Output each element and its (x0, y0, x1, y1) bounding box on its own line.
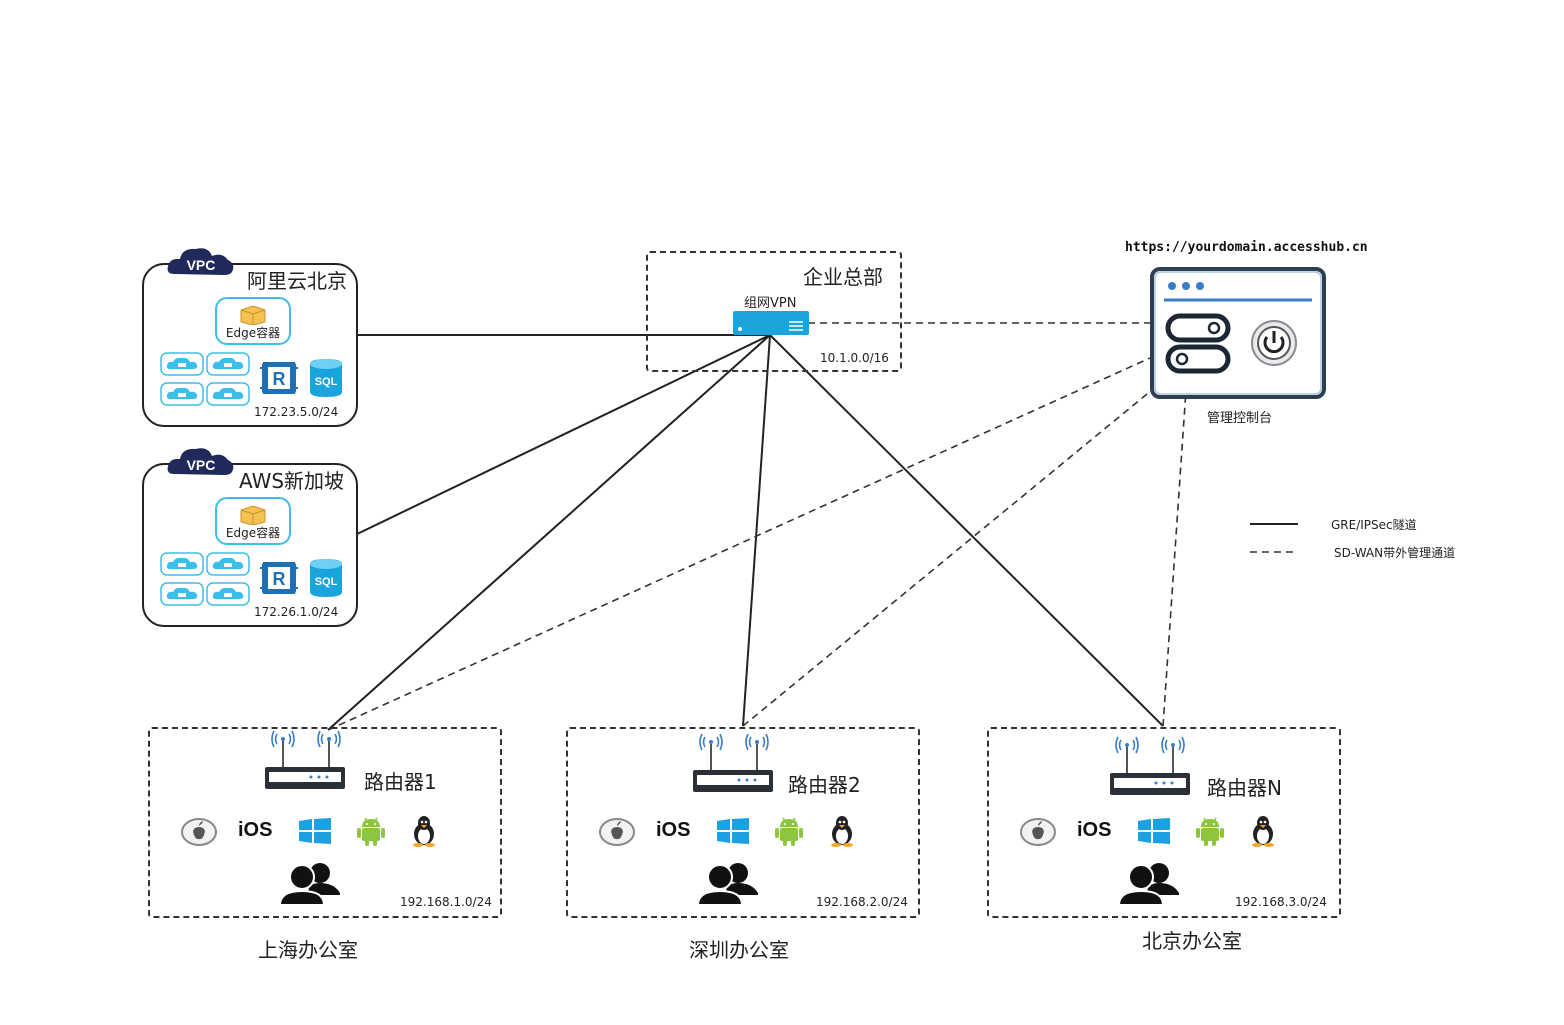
vpc-cloud-icon: VPC (167, 448, 234, 475)
svg-text:R: R (273, 369, 286, 389)
router-icon[interactable] (693, 770, 773, 792)
tunnel-office1-hq (327, 334, 771, 731)
vpc-title: 阿里云北京 (247, 269, 347, 293)
tunnel-aws-hq (354, 334, 771, 536)
office-name: 深圳办公室 (689, 938, 789, 962)
tunnel-office2-hq (742, 334, 771, 727)
ios-icon: iOS (238, 819, 273, 841)
office-box (148, 727, 502, 918)
vpn-device-label: 组网VPN (744, 296, 797, 311)
svg-text:VPC: VPC (187, 257, 216, 273)
apple-icon (181, 818, 217, 846)
linux-icon (413, 816, 435, 847)
cloud-node-icon (206, 582, 250, 606)
android-icon (1196, 817, 1224, 846)
android-icon (775, 817, 803, 846)
edge-container[interactable]: Edge容器 (215, 297, 291, 345)
edge-container-icon (240, 505, 266, 525)
database-icon: SQL (310, 559, 342, 597)
edge-container[interactable]: Edge容器 (215, 497, 291, 545)
edge-label: Edge容器 (225, 326, 281, 340)
svg-text:SQL: SQL (315, 376, 338, 388)
wifi-antenna-icon (1115, 736, 1185, 774)
hq-cidr: 10.1.0.0/16 (820, 351, 889, 365)
android-icon (357, 817, 385, 846)
users-icon (278, 863, 340, 905)
legend-solid-label: GRE/IPSec隧道 (1331, 518, 1417, 532)
wifi-antenna-icon (699, 733, 769, 771)
cloud-node-icon (206, 552, 250, 576)
linux-icon (1252, 816, 1274, 847)
wifi-antenna-icon (271, 730, 341, 768)
chip-icon: R (260, 562, 298, 594)
office-box (987, 727, 1341, 918)
router-label: 路由器1 (364, 770, 437, 794)
vpc-title: AWS新加坡 (239, 469, 345, 493)
power-icon (1251, 320, 1297, 366)
vpn-device-icon[interactable] (733, 311, 809, 335)
svg-text:VPC: VPC (187, 457, 216, 473)
vpc-cloud-icon: VPC (167, 248, 234, 275)
mgmt-office2-console (742, 384, 1159, 727)
users-icon (696, 863, 758, 905)
apple-icon (599, 818, 635, 846)
console-window-icon[interactable] (1150, 267, 1326, 399)
office-cidr: 192.168.3.0/24 (1235, 895, 1327, 909)
console-url[interactable]: https://yourdomain.accesshub.cn (1125, 240, 1368, 255)
linux-icon (831, 816, 853, 847)
cloud-node-icon (160, 552, 204, 576)
svg-text:R: R (273, 569, 286, 589)
ios-icon: iOS (1077, 819, 1112, 841)
edge-container-icon (240, 305, 266, 325)
hq-box (646, 251, 902, 372)
vpc-cidr: 172.23.5.0/24 (254, 405, 339, 419)
office-box (566, 727, 920, 918)
database-icon: SQL (310, 359, 342, 397)
router-icon[interactable] (1110, 773, 1190, 795)
router-icon[interactable] (265, 767, 345, 789)
apple-icon (1020, 818, 1056, 846)
office-name: 北京办公室 (1142, 929, 1242, 953)
office-cidr: 192.168.2.0/24 (816, 895, 908, 909)
legend-dashed-label: SD-WAN带外管理通道 (1334, 546, 1456, 560)
cloud-node-icon (160, 382, 204, 406)
windows-icon (299, 818, 331, 844)
cloud-node-icon (206, 352, 250, 376)
toggle-icon (1165, 313, 1231, 374)
mgmt-office1-console (327, 357, 1151, 731)
legend-lines (1250, 523, 1298, 553)
cloud-node-grid (160, 552, 252, 608)
vpc-cidr: 172.26.1.0/24 (254, 605, 339, 619)
windows-icon (717, 818, 749, 844)
office-name: 上海办公室 (258, 938, 358, 962)
router-label: 路由器N (1207, 776, 1282, 800)
ios-icon: iOS (656, 819, 691, 841)
cloud-node-grid (160, 352, 252, 408)
office-cidr: 192.168.1.0/24 (400, 895, 492, 909)
hq-title: 企业总部 (803, 265, 883, 289)
cloud-node-icon (160, 582, 204, 606)
mgmt-office3-console (1162, 389, 1187, 727)
edge-label: Edge容器 (225, 526, 281, 540)
tunnel-office3-hq (769, 334, 1164, 727)
users-icon (1117, 863, 1179, 905)
chip-icon: R (260, 362, 298, 394)
cloud-node-icon (206, 382, 250, 406)
windows-icon (1138, 818, 1170, 844)
svg-text:SQL: SQL (315, 576, 338, 588)
router-label: 路由器2 (788, 773, 861, 797)
cloud-node-icon (160, 352, 204, 376)
console-label: 管理控制台 (1207, 411, 1273, 426)
